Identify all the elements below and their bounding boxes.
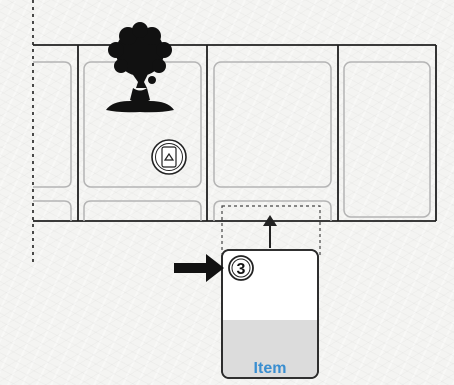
board-tile[interactable]: [214, 201, 331, 221]
card-type-label: Item: [222, 360, 318, 378]
right-arrow-icon: [174, 254, 224, 282]
up-arrow-icon: [263, 215, 277, 248]
upgrade-slot-icon[interactable]: [152, 140, 186, 174]
board-tile[interactable]: [33, 62, 71, 187]
board-tile[interactable]: [344, 62, 430, 217]
card-cost-badge: 3: [229, 256, 253, 280]
tree-unit-icon[interactable]: [106, 22, 174, 112]
board-tile[interactable]: [33, 201, 71, 221]
board-tile[interactable]: [214, 62, 331, 187]
card-cost-value: 3: [237, 261, 246, 278]
board-tile[interactable]: [84, 201, 201, 221]
